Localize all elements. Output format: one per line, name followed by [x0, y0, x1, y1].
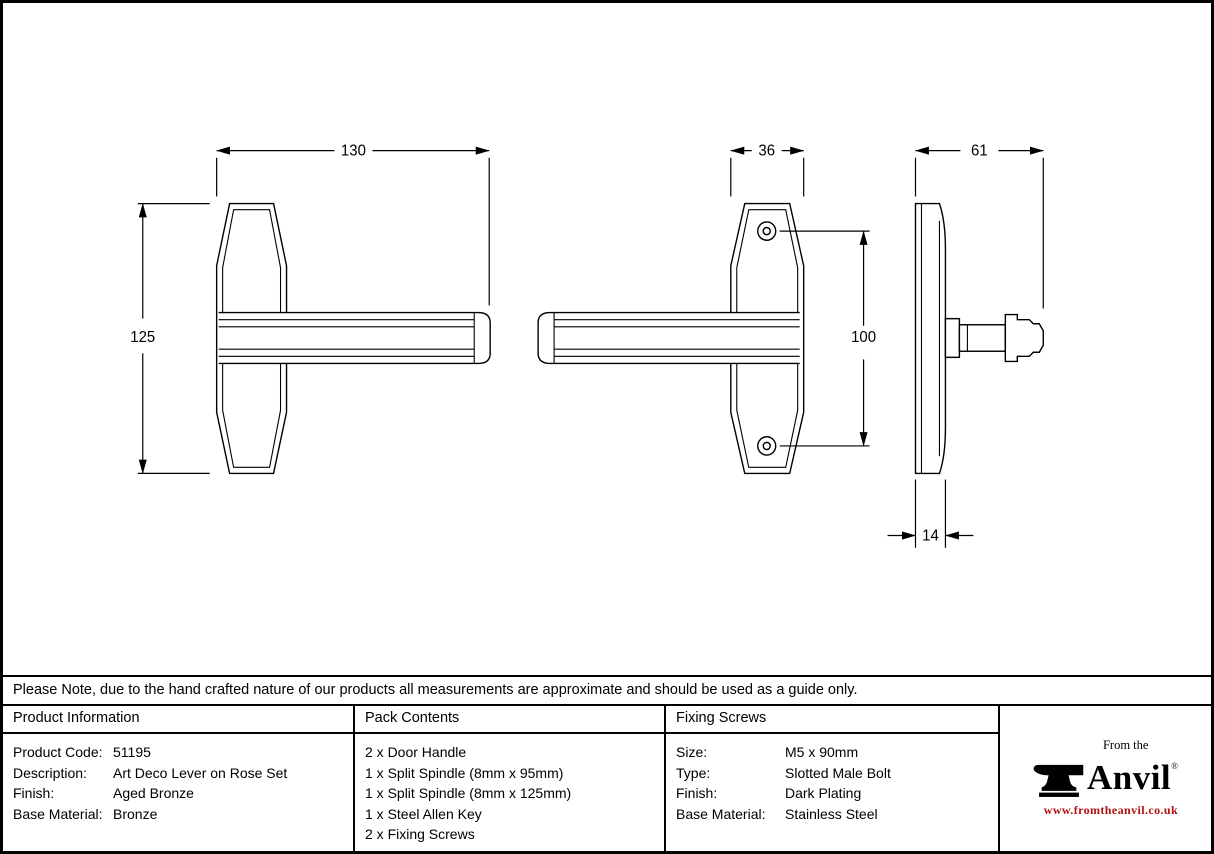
technical-drawing: 130 125 36 100 61 14 [130, 143, 1044, 548]
screw-finish-row: Finish: Dark Plating [676, 783, 988, 804]
screw-type-value: Slotted Male Bolt [785, 764, 891, 781]
product-information-header: Product Information [3, 706, 355, 735]
registered-trademark-symbol: ® [1171, 761, 1179, 772]
dim-125-lines [137, 202, 210, 475]
screw-size-row: Size: M5 x 90mm [676, 742, 988, 763]
dim-36-label: 36 [758, 143, 775, 160]
finish-value: Aged Bronze [113, 785, 194, 802]
anvil-icon [1033, 764, 1084, 797]
screw-finish-value: Dark Plating [785, 785, 862, 802]
spindle-collar [944, 317, 961, 359]
screw-base-material-label: Base Material: [676, 805, 766, 822]
front-view-drawing [215, 202, 491, 475]
product-information-body: Product Code: 51195 Description: Art Deco … [3, 734, 355, 851]
screw-hole-bottom-center [762, 441, 771, 451]
finish-row: Finish: Aged Bronze [13, 783, 343, 804]
dim-14-lines [887, 479, 974, 548]
description-value: Art Deco Lever on Rose Set [113, 764, 288, 781]
dimension-lines [137, 146, 1044, 548]
product-code-value: 51195 [113, 744, 151, 761]
dim-130-lines [216, 146, 490, 306]
screw-hole-top-center [762, 226, 771, 236]
logo-tagline: From the [1102, 738, 1149, 753]
technical-drawing-area: 130 125 36 100 61 14 [3, 3, 1211, 675]
lever-handle-back [537, 311, 800, 365]
pack-item: 2 x Door Handle [365, 744, 467, 761]
screw-size-value: M5 x 90mm [785, 744, 859, 761]
dim-61-lines [914, 146, 1044, 309]
dimension-labels: 130 125 36 100 61 14 [130, 143, 987, 545]
base-material-value: Bronze [113, 805, 158, 822]
dim-61-label: 61 [971, 143, 988, 160]
pack-contents-header: Pack Contents [355, 706, 666, 735]
logo-website-url: www.fromtheanvil.co.uk [1043, 803, 1179, 818]
pack-item: 1 x Split Spindle (8mm x 125mm) [365, 785, 572, 802]
screw-type-row: Type: Slotted Male Bolt [676, 763, 988, 784]
product-code-row: Product Code: 51195 [13, 742, 343, 763]
screw-type-label: Type: [676, 764, 711, 781]
dim-14-label: 14 [922, 527, 939, 544]
dim-100-lines [779, 230, 870, 447]
fixing-screws-header: Fixing Screws [666, 706, 1000, 735]
dim-130-label: 130 [341, 143, 366, 160]
pack-item: 1 x Split Spindle (8mm x 95mm) [365, 764, 564, 781]
lever-grooves-front [218, 312, 475, 364]
logo-brand-text: Anvil [1086, 758, 1172, 798]
lever-handle-front [218, 311, 491, 365]
back-view-drawing [537, 202, 805, 475]
lever-grooves-back [553, 312, 800, 364]
dim-125-label: 125 [130, 329, 155, 346]
spec-table: Product Information Pack Contents Fixing… [3, 704, 1211, 851]
approximate-measurements-note: Please Note, due to the hand crafted nat… [3, 675, 1211, 704]
screw-base-material-value: Stainless Steel [785, 805, 878, 822]
screw-base-material-row: Base Material: Stainless Steel [676, 804, 988, 825]
rose-plate-side [914, 202, 947, 475]
finish-label: Finish: [13, 785, 55, 802]
dim-100-label: 100 [851, 329, 876, 346]
screw-finish-label: Finish: [676, 785, 718, 802]
dim-36-lines [730, 146, 805, 197]
screw-size-label: Size: [676, 744, 708, 761]
base-material-label: Base Material: [13, 805, 103, 822]
pack-contents-body: 2 x Door Handle 1 x Split Spindle (8mm x… [355, 734, 666, 851]
product-code-label: Product Code: [13, 744, 103, 761]
base-material-row: Base Material: Bronze [13, 804, 343, 825]
description-row: Description: Art Deco Lever on Rose Set [13, 763, 343, 784]
logo-brand-line: Anvil® [1087, 751, 1178, 800]
pack-item: 2 x Fixing Screws [365, 826, 475, 843]
fixing-screws-body: Size: M5 x 90mm Type: Slotted Male Bolt Fi… [666, 734, 1000, 851]
brand-logo: From the Anvil® www.fromtheanvil.co.uk [1000, 706, 1211, 851]
pack-item: 1 x Steel Allen Key [365, 805, 482, 822]
spindle-shaft [958, 324, 1007, 352]
rose-plate-side-lines [920, 203, 940, 474]
male-bolt-end [1004, 313, 1044, 363]
description-label: Description: [13, 764, 87, 781]
side-view-drawing [914, 202, 1044, 475]
